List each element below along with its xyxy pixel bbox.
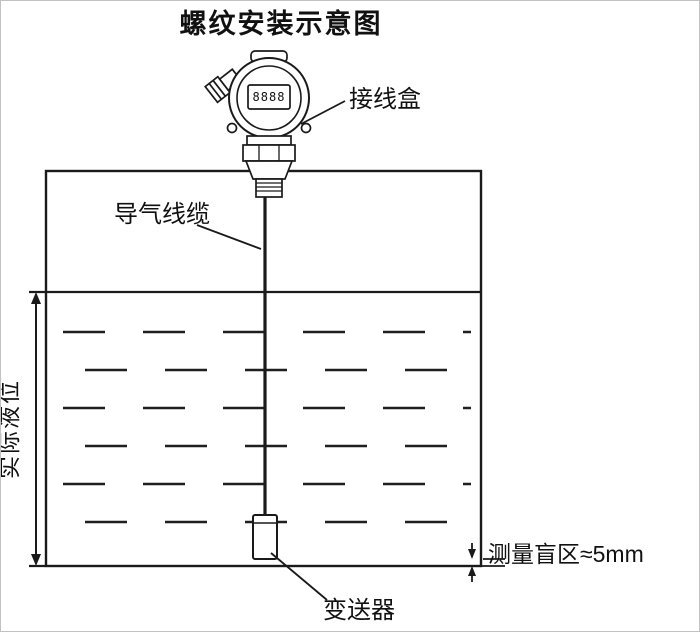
lcd-display-value: 8888 bbox=[253, 90, 286, 104]
transmitter-head: 8888 bbox=[204, 50, 312, 198]
blind-zone-dimension bbox=[468, 543, 505, 582]
junction-box-leader bbox=[300, 100, 346, 125]
air-cable-leader bbox=[196, 224, 262, 250]
arrow-up-icon bbox=[31, 292, 41, 304]
terminal-body bbox=[242, 144, 296, 162]
left-lug bbox=[226, 122, 238, 134]
right-lug bbox=[300, 122, 312, 134]
threaded-nipple bbox=[255, 178, 283, 198]
probe-transmitter bbox=[252, 514, 278, 560]
arrow-down-icon bbox=[468, 549, 476, 559]
level-dimension bbox=[31, 292, 41, 566]
air-cable-label: 导气线缆 bbox=[114, 201, 210, 228]
probe-leader bbox=[270, 552, 328, 601]
liquid-dashes bbox=[63, 330, 471, 524]
blind-zone-label: 测量盲区≈5mm bbox=[488, 541, 644, 567]
head-neck bbox=[246, 135, 292, 146]
junction-box-label: 接线盒 bbox=[349, 86, 421, 113]
hex-fitting bbox=[244, 160, 294, 180]
actual-level-label: 实际液位 bbox=[1, 379, 22, 479]
diagram-title: 螺纹安装示意图 bbox=[180, 8, 383, 39]
probe-label: 变送器 bbox=[323, 597, 395, 624]
lcd-display bbox=[247, 84, 291, 110]
arrow-up-icon bbox=[468, 566, 476, 576]
arrow-down-icon bbox=[31, 554, 41, 566]
